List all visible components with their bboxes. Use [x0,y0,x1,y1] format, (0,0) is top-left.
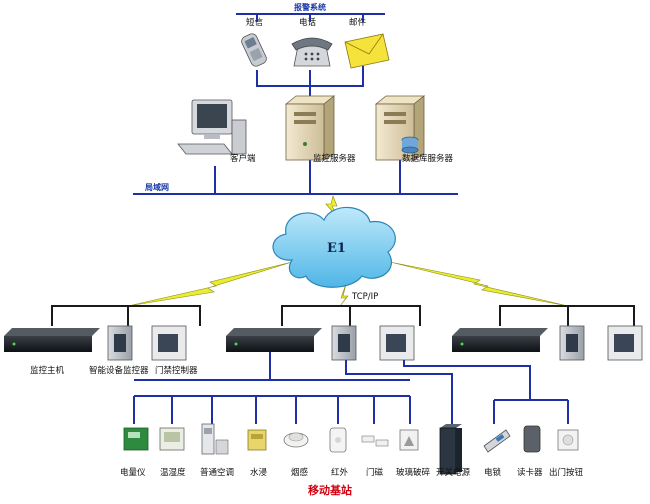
power-supply-line [345,360,453,426]
sensor-label-1: 电量仪 [120,467,146,478]
door-magnetic-sensor-icon [361,435,389,447]
station-bus-group [51,305,635,326]
sensor-label-8: 玻璃破碎 [396,467,431,478]
access-feed-line [403,360,531,400]
lan-group: 局域网 客户端 监控服务器 [133,95,458,195]
monitor-server-label: 监控服务器 [313,153,356,164]
right-door-controller-icon [607,325,643,361]
alarm-system-group: 报警系统 短信 电话 邮件 [236,2,390,98]
client-computer-icon [177,99,247,155]
sensor-icons [123,423,579,475]
exit-button-icon [557,429,579,451]
cloud-to-center-station-lightning [339,283,349,307]
mobile-base-station-title: 移动基站 [308,483,352,497]
sensor-label-9: 开关电源 [436,467,471,478]
monitor-server-icon [284,95,336,161]
host-label: 监控主机 [30,365,65,376]
alarm-system-title: 报警系统 [294,2,326,12]
access-label-2: 读卡器 [517,467,543,478]
air-conditioner-icon [201,423,229,455]
left-smart-monitor-icon [107,325,133,361]
switching-power-supply-icon [439,424,462,475]
client-label: 客户端 [230,153,256,164]
email-label: 邮件 [349,17,367,28]
right-host-rack-icon [452,328,548,352]
center-door-controller-icon [379,325,415,361]
smart-monitor-label: 智能设备监控器 [89,365,149,376]
sensor-label-2: 温湿度 [160,467,186,478]
lan-label: 局域网 [144,182,169,192]
sms-label: 短信 [246,17,264,28]
left-door-controller-icon [151,325,187,361]
cloud-to-left-station-lightning [127,261,293,307]
sensor-label-6: 红外 [331,467,349,478]
access-label-1: 电锁 [484,467,502,478]
power-meter-icon [123,427,149,451]
right-station-devices [452,325,643,361]
thermo-hygrometer-icon [159,427,185,451]
e1-label: E1 [327,241,346,256]
left-station-bus [51,305,201,326]
telephone-icon [291,37,333,67]
electric-lock-icon [483,429,511,453]
infrared-sensor-icon [329,427,347,453]
tcpip-label: TCP/IP [351,292,378,302]
email-envelope-icon [344,33,390,69]
sensor-labels: 电量仪 温湿度 普通空调 水浸 烟感 红外 门磁 玻璃破碎 开关电源 电锁 读卡… [120,467,584,478]
center-station-devices [226,325,415,361]
cloud-to-right-station-lightning [389,261,569,307]
sensor-label-7: 门磁 [366,467,384,478]
door-controller-label: 门禁控制器 [155,365,198,376]
left-station-devices [4,325,187,361]
mobile-phone-icon [241,33,267,67]
sensor-label-5: 烟感 [291,467,309,478]
sensor-bus-group [133,352,569,426]
left-host-rack-icon [4,328,100,352]
sensor-label-4: 水浸 [250,467,268,478]
center-smart-monitor-icon [331,325,357,361]
db-server-label: 数据库服务器 [402,153,454,164]
water-leak-sensor-icon [247,429,267,451]
sensor-label-3: 普通空调 [200,467,234,478]
center-host-rack-icon [226,328,322,352]
e1-cloud-icon: E1 [272,206,396,288]
phone-label: 电话 [299,17,317,28]
card-reader-icon [523,425,541,453]
access-label-3: 出门按钮 [549,467,584,478]
database-server-icon [374,95,426,161]
right-smart-monitor-icon [559,325,585,361]
glass-break-sensor-icon [399,429,419,451]
smoke-detector-icon [283,432,309,448]
